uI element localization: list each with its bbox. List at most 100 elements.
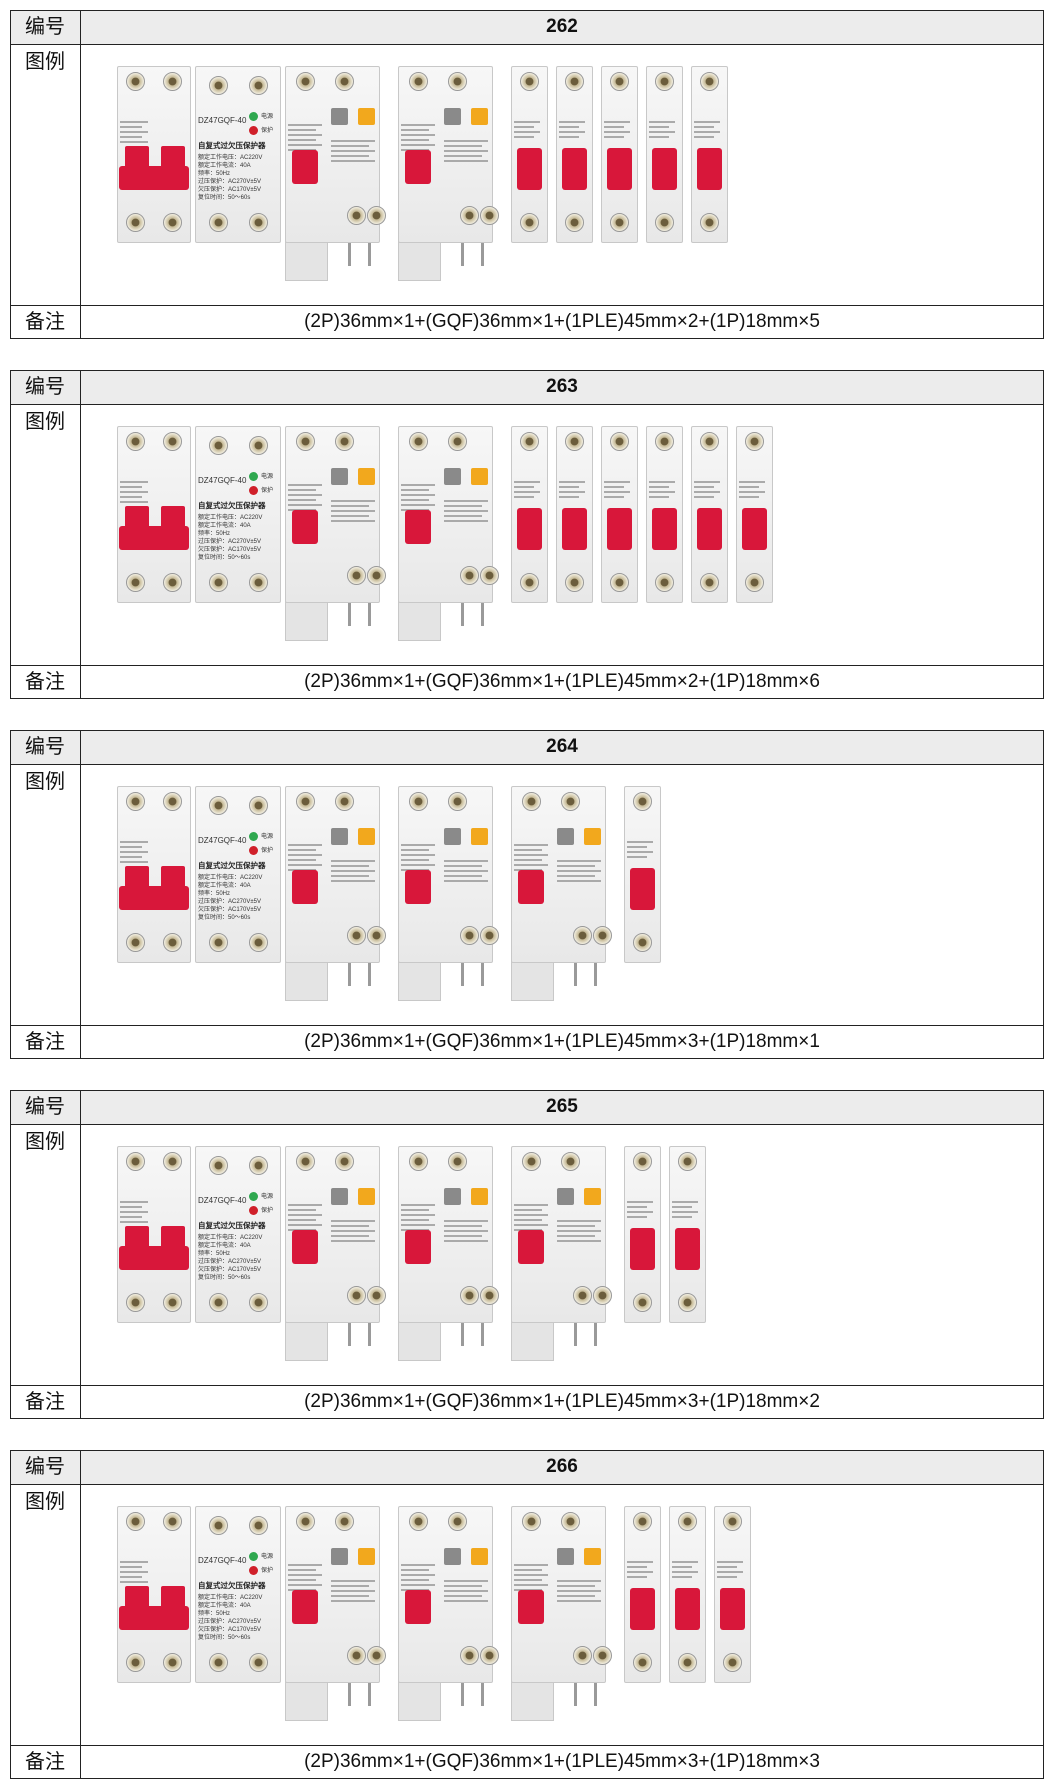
breaker-2p-handle-lever [125,146,149,170]
label-text-line [444,515,482,517]
label-text-line [557,1590,601,1592]
terminal-pin [481,1678,484,1706]
gqf-spec-line: 过压保护：AC270V±5V [198,1259,261,1265]
breaker-1ple-rcbo [511,1506,612,1721]
breaker-2p-handle-lever [125,1586,149,1610]
terminal-screw [678,1653,697,1672]
gqf-title: 自复式过欠压保护器 [198,1581,266,1590]
rcbo-bottom-extension [285,1316,328,1361]
breaker-1p-handle [697,508,722,550]
breaker-1ple-rcbo [398,66,499,281]
breaker-1ple-rcbo [398,1146,499,1361]
label-text-line [514,491,540,493]
label-text-line [717,1576,737,1578]
terminal-screw [565,213,584,232]
label-text-line [401,139,429,141]
label-text-line [401,484,435,486]
gqf-spec-line: 额定工作电流：40A [198,1603,251,1609]
power-led-label: 电源 [261,114,274,120]
label-text-line [604,496,624,498]
remark-label: 备注 [11,1746,81,1778]
terminal-screw [209,1653,228,1672]
terminal-pin [368,1678,371,1706]
label-text-line [672,1571,698,1573]
rcbo-bottom-extension [285,956,328,1001]
label-text-line [288,134,322,136]
terminal-screw [409,1512,428,1531]
label-text-line [559,136,579,138]
label-text-line [331,1600,375,1602]
label-text-line [288,1224,322,1226]
rcbo-handle [405,1230,431,1264]
remark-text: (2P)36mm×1+(GQF)36mm×1+(1PLE)45mm×2+(1P)… [304,311,820,332]
label-text-line [288,504,322,506]
reset-button [557,828,574,845]
rcbo-bottom-extension [511,1316,554,1361]
power-led [249,112,258,121]
breaker-1p-handle [742,508,767,550]
label-text-line [514,1214,548,1216]
label-text-line [444,520,488,522]
gqf-spec-line: 复位时间：50～60s [198,915,251,921]
terminal-screw [126,1653,145,1672]
terminal-screw [460,1646,479,1665]
terminal-screw [565,432,584,451]
gqf-spec-line: 额定工作电流：40A [198,1243,251,1249]
label-text-line [401,854,435,856]
gqf-spec-line: 频率：50Hz [198,891,231,897]
label-text-line [288,1584,322,1586]
label-text-line [444,510,488,512]
terminal-screw [655,573,674,592]
label-text-line [401,1224,435,1226]
reset-button [444,108,461,125]
terminal-screw [347,926,366,945]
terminal-pin [461,958,464,986]
gqf-spec-line: 频率：50Hz [198,171,231,177]
breaker-1p-handle [652,148,677,190]
terminal-screw [249,1516,268,1535]
terminal-screw [593,1286,612,1305]
breaker-1ple-rcbo [285,1506,386,1721]
terminal-screw [700,432,719,451]
breaker-1p [556,66,593,243]
gqf-spec-line: 欠压保护：AC170V±5V [198,907,261,913]
label-text-line [514,481,540,483]
terminal-screw [561,1512,580,1531]
gqf-model-text: DZ47GQF-40 [198,1196,247,1205]
breaker-2p [117,786,191,963]
label-text-line [514,859,542,861]
legend-label: 图例 [11,765,81,1025]
remark-row: 备注(2P)36mm×1+(GQF)36mm×1+(1PLE)45mm×3+(1… [11,1025,1043,1058]
label-text-line [557,1600,601,1602]
label-text-line [627,1566,647,1568]
reset-button [444,468,461,485]
terminal-screw [409,792,428,811]
label-text-line [401,499,429,501]
gqf-body [195,1146,281,1323]
terminal-screw [163,933,182,952]
terminal-screw [249,76,268,95]
label-text-line [120,861,148,863]
gqf-spec-line: 频率：50Hz [198,1611,231,1617]
label-text-line [559,121,585,123]
terminal-screw [126,792,145,811]
label-text-line [331,875,369,877]
breaker-1ple-rcbo [285,426,386,641]
terminal-screw [126,213,145,232]
label-text-line [401,1579,429,1581]
label-text-line [120,841,148,843]
terminal-screw [163,432,182,451]
label-text-line [401,859,429,861]
breaker-1p-handle [562,508,587,550]
test-button [358,468,375,485]
power-led [249,1552,258,1561]
label-text-line [559,486,579,488]
